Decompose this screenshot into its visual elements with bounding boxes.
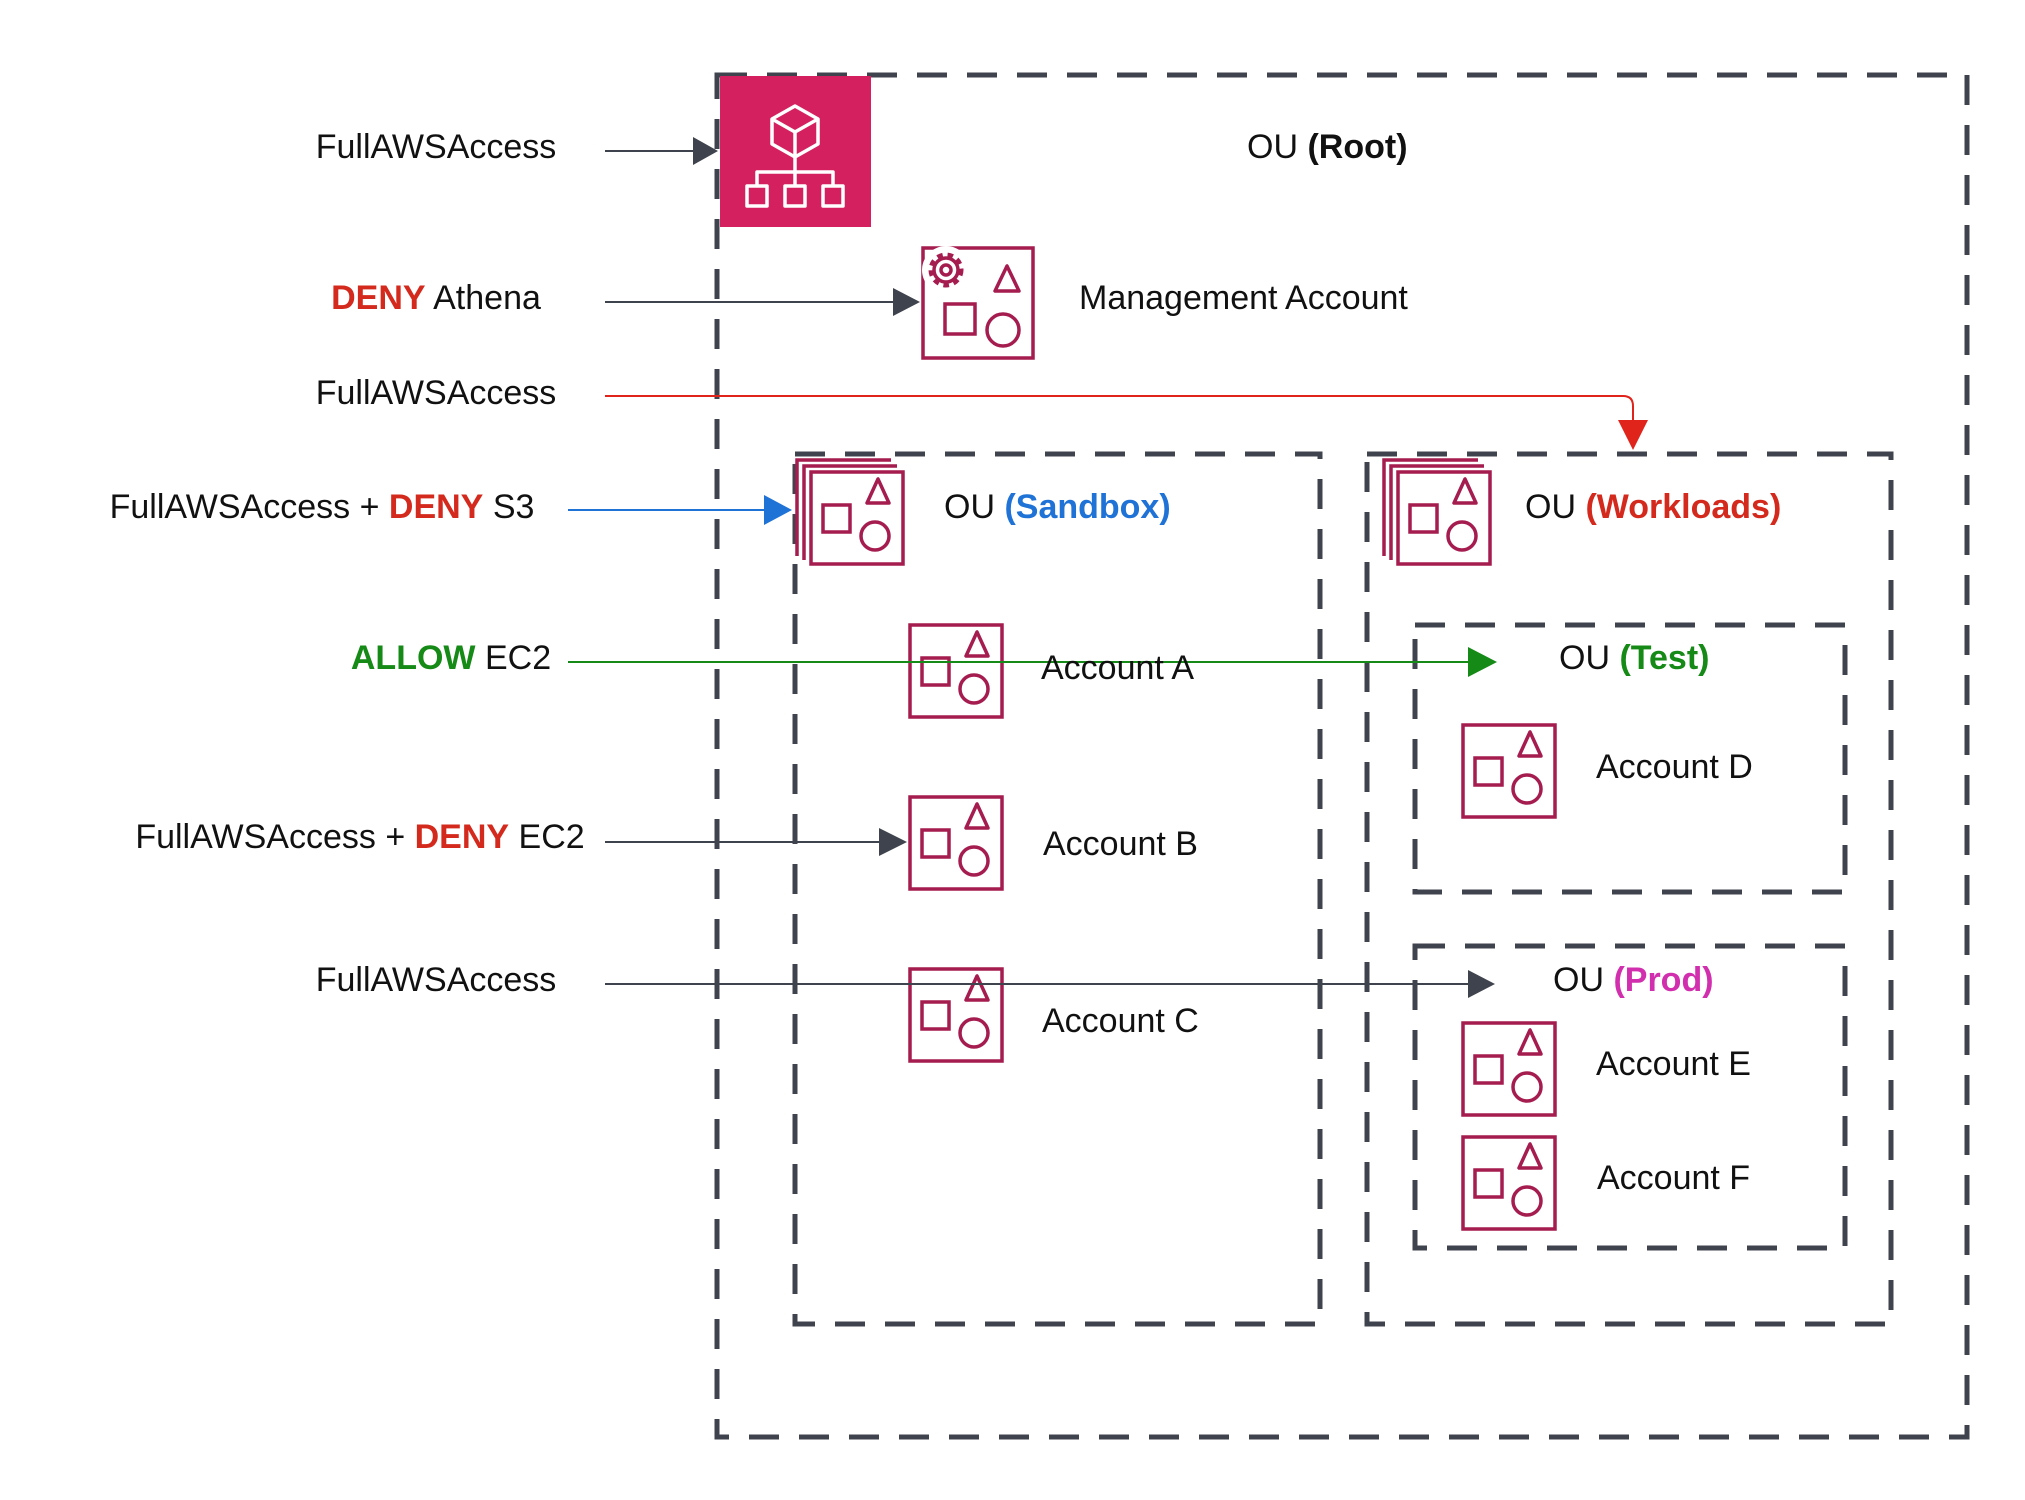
ou-sandbox-container [792,451,1323,1327]
arrow-sandbox-policy [568,495,792,525]
policy-text-part: FullAWSAccess + [135,818,415,856]
ou-workloads-container [1364,451,1894,1327]
management-account-icon [921,246,1035,360]
policy-text-part: S3 [483,488,535,526]
account-d-icon [1461,723,1557,819]
account-e-label: Account E [1596,1045,1751,1083]
arrow-workloads-policy [605,395,1648,450]
ou-workloads-icon [1384,460,1490,564]
policy-label-workloads: FullAWSAccess [316,376,557,410]
management-account-label: Management Account [1079,279,1408,317]
ou-workloads-title: OU (Workloads) [1525,488,1782,526]
policy-text-part: DENY [414,818,510,856]
policy-text-part: FullAWSAccess [315,128,557,166]
ou-containers [714,72,1970,1440]
policy-arrows [568,137,1648,998]
ou-prod-container [1412,943,1848,1251]
arrow-test-policy [568,647,1497,677]
policy-label-prod: FullAWSAccess [316,963,557,997]
arrow-account-b-policy [605,828,907,856]
account-d-label: Account D [1596,748,1753,786]
arrow-management-policy [605,288,920,316]
account-b-label: Account B [1043,825,1198,863]
account-a-label: Account A [1041,649,1195,687]
policy-text-part: Athena [425,279,541,317]
ou-test-container [1412,622,1848,895]
policy-text-part: EC2 [475,639,552,677]
account-c-label: Account C [1042,1002,1199,1040]
policy-text-part: DENY [331,279,426,317]
policy-text-part: ALLOW [350,639,476,677]
policy-text-part: FullAWSAccess [315,374,557,412]
policy-text-part: FullAWSAccess [315,961,557,999]
policy-text-part: FullAWSAccess + [109,488,389,526]
policy-text-part: EC2 [509,818,585,856]
policy-label-root: FullAWSAccess [316,130,557,164]
ou-sandbox-icon [797,460,903,564]
arrow-prod-policy [605,970,1495,998]
policy-label-sandbox: FullAWSAccess + DENY S3 [110,490,535,524]
ou-root-container [714,72,1970,1440]
account-f-icon [1461,1135,1557,1231]
arrow-root-policy [605,137,718,165]
account-f-label: Account F [1597,1159,1751,1197]
account-a-icon [908,623,1004,719]
ou-root-title: OU (Root) [1247,128,1408,166]
account-e-icon [1461,1021,1557,1117]
ou-test-title: OU (Test) [1559,639,1710,677]
account-c-icon [908,967,1004,1063]
policy-label-management: DENY Athena [331,281,541,315]
policy-label-account-b: FullAWSAccess + DENY EC2 [135,820,584,854]
policy-label-test: ALLOW EC2 [351,641,551,675]
account-b-icon [908,795,1004,891]
ou-prod-title: OU (Prod) [1553,961,1714,999]
aws-organizations-icon [720,76,871,227]
ou-sandbox-title: OU (Sandbox) [944,488,1171,526]
policy-text-part: DENY [388,488,484,526]
